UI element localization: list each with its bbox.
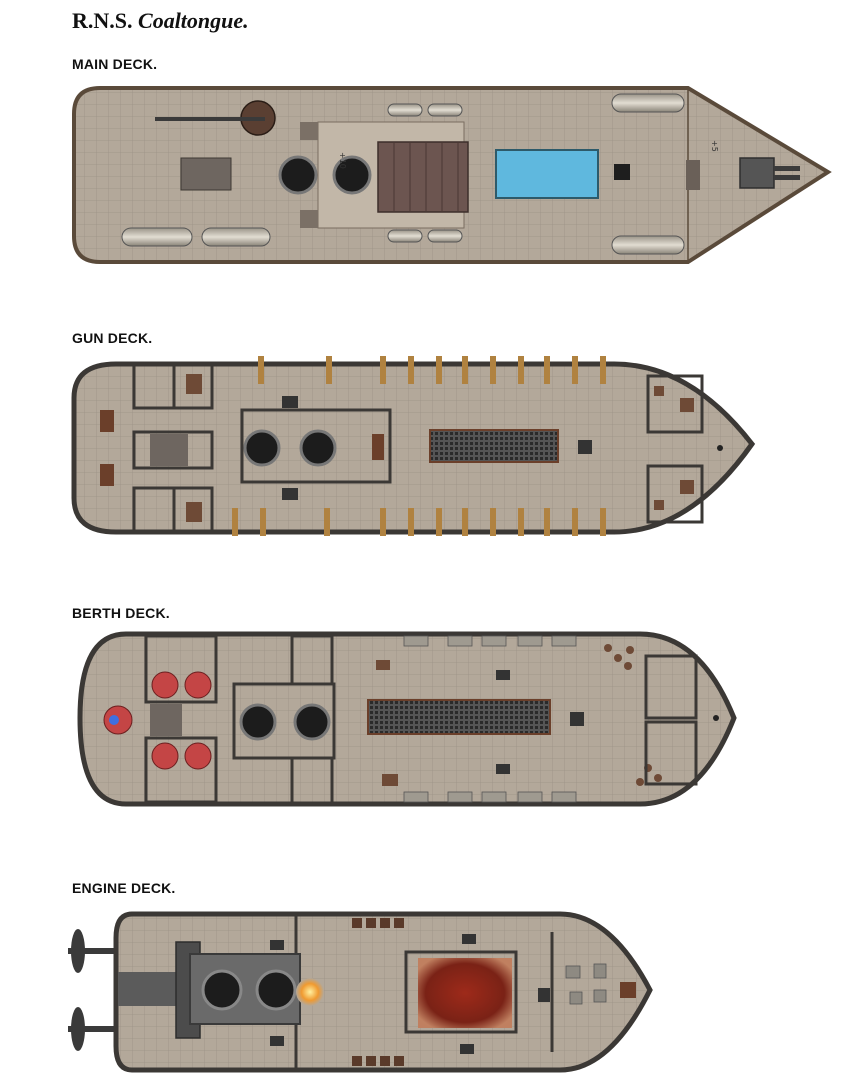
height-marker: +10	[338, 152, 347, 169]
engine-deck-label: ENGINE DECK.	[72, 880, 176, 896]
gun-deck-label: GUN DECK.	[72, 330, 153, 346]
smokestack	[239, 703, 277, 741]
propeller	[68, 929, 122, 1051]
engine-deck-map	[68, 911, 653, 1073]
coal-crates	[352, 918, 404, 1066]
bow-gun	[739, 157, 775, 189]
bunk-group	[103, 671, 212, 770]
smokestack	[278, 155, 318, 195]
smokestack	[293, 703, 331, 741]
title-prefix: R.N.S.	[72, 8, 133, 33]
water-tank	[495, 149, 599, 199]
berth-deck-map	[77, 631, 737, 807]
ship-name: Coaltongue.	[138, 8, 249, 33]
gun-deck-hull	[71, 361, 756, 535]
captain-table	[100, 410, 384, 486]
cannon-row-bottom	[232, 508, 606, 536]
boiler	[255, 969, 297, 1011]
cargo-hatch	[180, 157, 232, 191]
cannon-row-top	[258, 356, 606, 384]
height-marker: +5	[710, 140, 719, 152]
stores	[186, 374, 694, 522]
main-deck-label: MAIN DECK.	[72, 56, 158, 72]
ship-title: R.N.S. Coaltongue.	[72, 8, 249, 34]
cabin-floor	[150, 434, 188, 466]
deck-grate	[367, 699, 551, 735]
berth-deck-label: BERTH DECK.	[72, 605, 170, 621]
main-deck-map: +10 +5	[72, 86, 832, 264]
supplies	[565, 963, 607, 1005]
boiler	[201, 969, 243, 1011]
coal-bunker	[404, 950, 518, 1034]
hammocks	[403, 635, 577, 803]
smokestack	[332, 155, 372, 195]
deck-grate	[429, 429, 559, 463]
cabin-roof	[377, 141, 469, 213]
lifeboat-group	[121, 93, 685, 255]
smokestack	[299, 429, 337, 467]
gun-deck-map	[71, 356, 756, 536]
smokestack	[243, 429, 281, 467]
firebox-glow	[296, 978, 324, 1006]
